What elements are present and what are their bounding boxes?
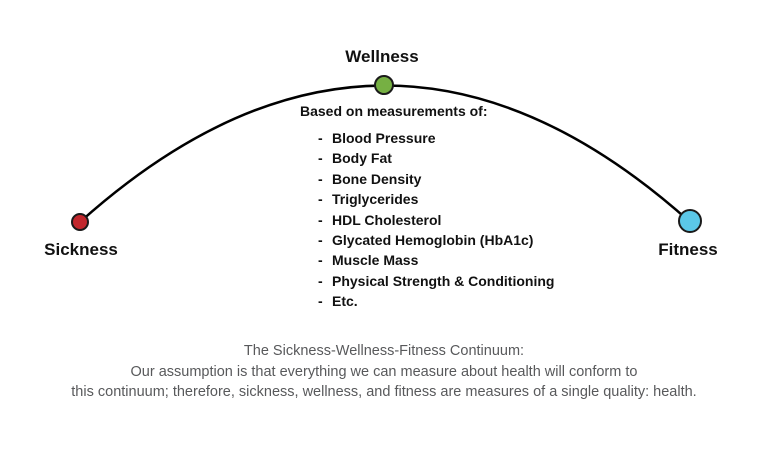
list-item-label: HDL Cholesterol <box>332 211 442 228</box>
list-item-label: Etc. <box>332 293 358 310</box>
list-item-label: Bone Density <box>332 170 422 187</box>
wellness-label: Wellness <box>345 47 419 66</box>
wellness-dot <box>374 75 394 95</box>
bullet-dash: - <box>318 170 323 187</box>
fitness-label: Fitness <box>658 240 718 259</box>
list-item: - Physical Strength & Conditioning <box>300 271 554 291</box>
list-item: - Muscle Mass <box>300 250 554 270</box>
bullet-dash: - <box>318 211 323 228</box>
list-item: - Body Fat <box>300 148 554 168</box>
list-item: - Etc. <box>300 291 554 311</box>
sickness-dot <box>71 213 89 231</box>
bullet-dash: - <box>318 252 323 269</box>
bullet-dash: - <box>318 130 323 146</box>
list-item-label: Blood Pressure <box>332 130 436 146</box>
fitness-dot <box>678 209 702 233</box>
list-item: - Triglycerides <box>300 189 554 209</box>
caption-line: this continuum; therefore, sickness, wel… <box>71 384 697 400</box>
list-item-label: Triglycerides <box>332 191 419 208</box>
list-item: - HDL Cholesterol <box>300 210 554 230</box>
measurements-list: Based on measurements of: - Blood Pressu… <box>300 103 554 312</box>
bullet-dash: - <box>318 272 323 289</box>
list-item: - Glycated Hemoglobin (HbA1c) <box>300 230 554 250</box>
bullet-dash: - <box>318 191 323 208</box>
list-item-label: Body Fat <box>332 150 392 167</box>
list-item-label: Muscle Mass <box>332 252 419 269</box>
bullet-dash: - <box>318 293 323 310</box>
caption-line: The Sickness-Wellness-Fitness Continuum: <box>243 343 525 359</box>
list-item: - Bone Density <box>300 169 554 189</box>
caption: The Sickness-Wellness-Fitness Continuum:… <box>0 341 768 403</box>
measurements-heading: Based on measurements of: <box>300 103 488 119</box>
bullet-dash: - <box>318 150 323 167</box>
bullet-dash: - <box>318 232 323 249</box>
sickness-label: Sickness <box>44 240 118 259</box>
caption-line: Our assumption is that everything we can… <box>130 363 638 380</box>
list-item-label: Glycated Hemoglobin (HbA1c) <box>332 232 534 249</box>
list-item: - Blood Pressure <box>300 128 554 148</box>
list-item-label: Physical Strength & Conditioning <box>332 272 555 289</box>
